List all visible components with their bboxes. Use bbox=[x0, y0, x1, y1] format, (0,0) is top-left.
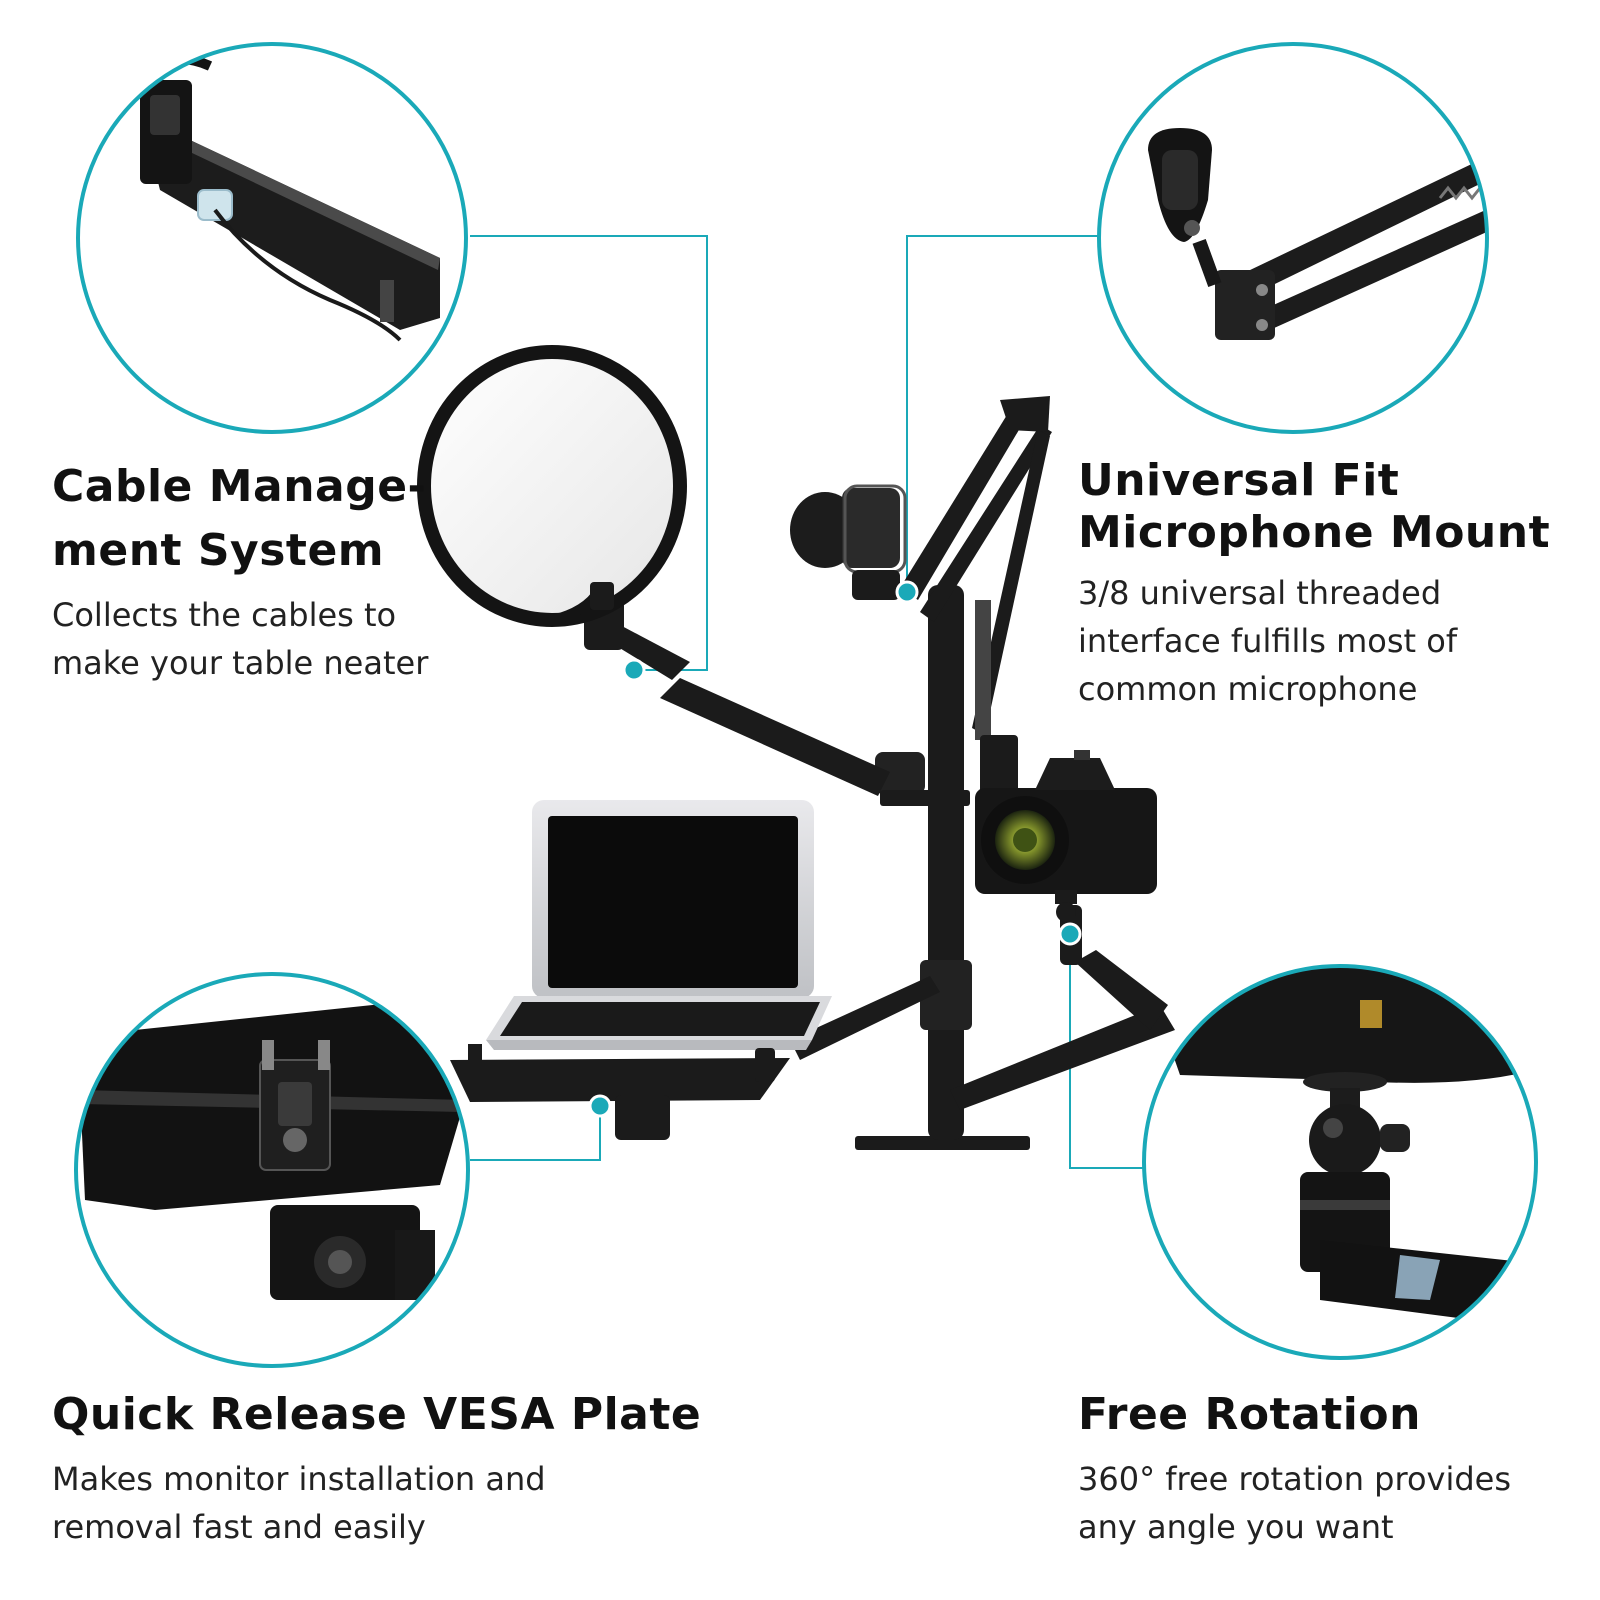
callout-dots bbox=[588, 580, 1082, 1118]
callout-line-mic bbox=[906, 235, 1098, 592]
feature-title: Quick Release VESA Plate bbox=[52, 1389, 702, 1440]
feature-cable-management: Cable Manage- ment System Collects the c… bbox=[52, 455, 472, 687]
feature-title: Universal Fit Microphone Mount bbox=[1078, 455, 1551, 558]
callout-dot-mic bbox=[895, 580, 919, 604]
desk-mount-stand bbox=[584, 396, 1175, 1150]
feature-vesa-plate: Quick Release VESA Plate Makes monitor i… bbox=[52, 1383, 732, 1551]
callout-dot-vesa bbox=[588, 1094, 612, 1118]
laptop bbox=[450, 800, 832, 1140]
stand-base bbox=[855, 1136, 1030, 1150]
feature-title: Cable Manage- ment System bbox=[52, 461, 427, 576]
microphone-clip-icon bbox=[1097, 42, 1489, 434]
feature-microphone-mount: Universal Fit Microphone Mount 3/8 unive… bbox=[1078, 455, 1578, 713]
feature-description: 3/8 universal threaded interface fulfill… bbox=[1078, 574, 1458, 708]
callout-line-vesa bbox=[470, 1106, 601, 1161]
feature-title: Free Rotation bbox=[1078, 1389, 1421, 1440]
microphone bbox=[790, 484, 907, 600]
callout-line-rotation bbox=[1069, 934, 1144, 1169]
feature-description: Makes monitor installation and removal f… bbox=[52, 1460, 546, 1546]
vesa-plate-icon bbox=[74, 972, 470, 1368]
feature-description: 360° free rotation provides any angle yo… bbox=[1078, 1460, 1512, 1546]
cable-clip-icon bbox=[76, 42, 468, 434]
stand-pole bbox=[928, 585, 964, 1140]
callout-dot-cable bbox=[622, 658, 646, 682]
ball-head-icon bbox=[1142, 964, 1538, 1360]
callout-dot-rotation bbox=[1058, 922, 1082, 946]
pop-filter bbox=[417, 345, 687, 627]
camera bbox=[975, 750, 1157, 922]
feature-description: Collects the cables to make your table n… bbox=[52, 596, 429, 682]
feature-free-rotation: Free Rotation 360° free rotation provide… bbox=[1078, 1383, 1588, 1551]
